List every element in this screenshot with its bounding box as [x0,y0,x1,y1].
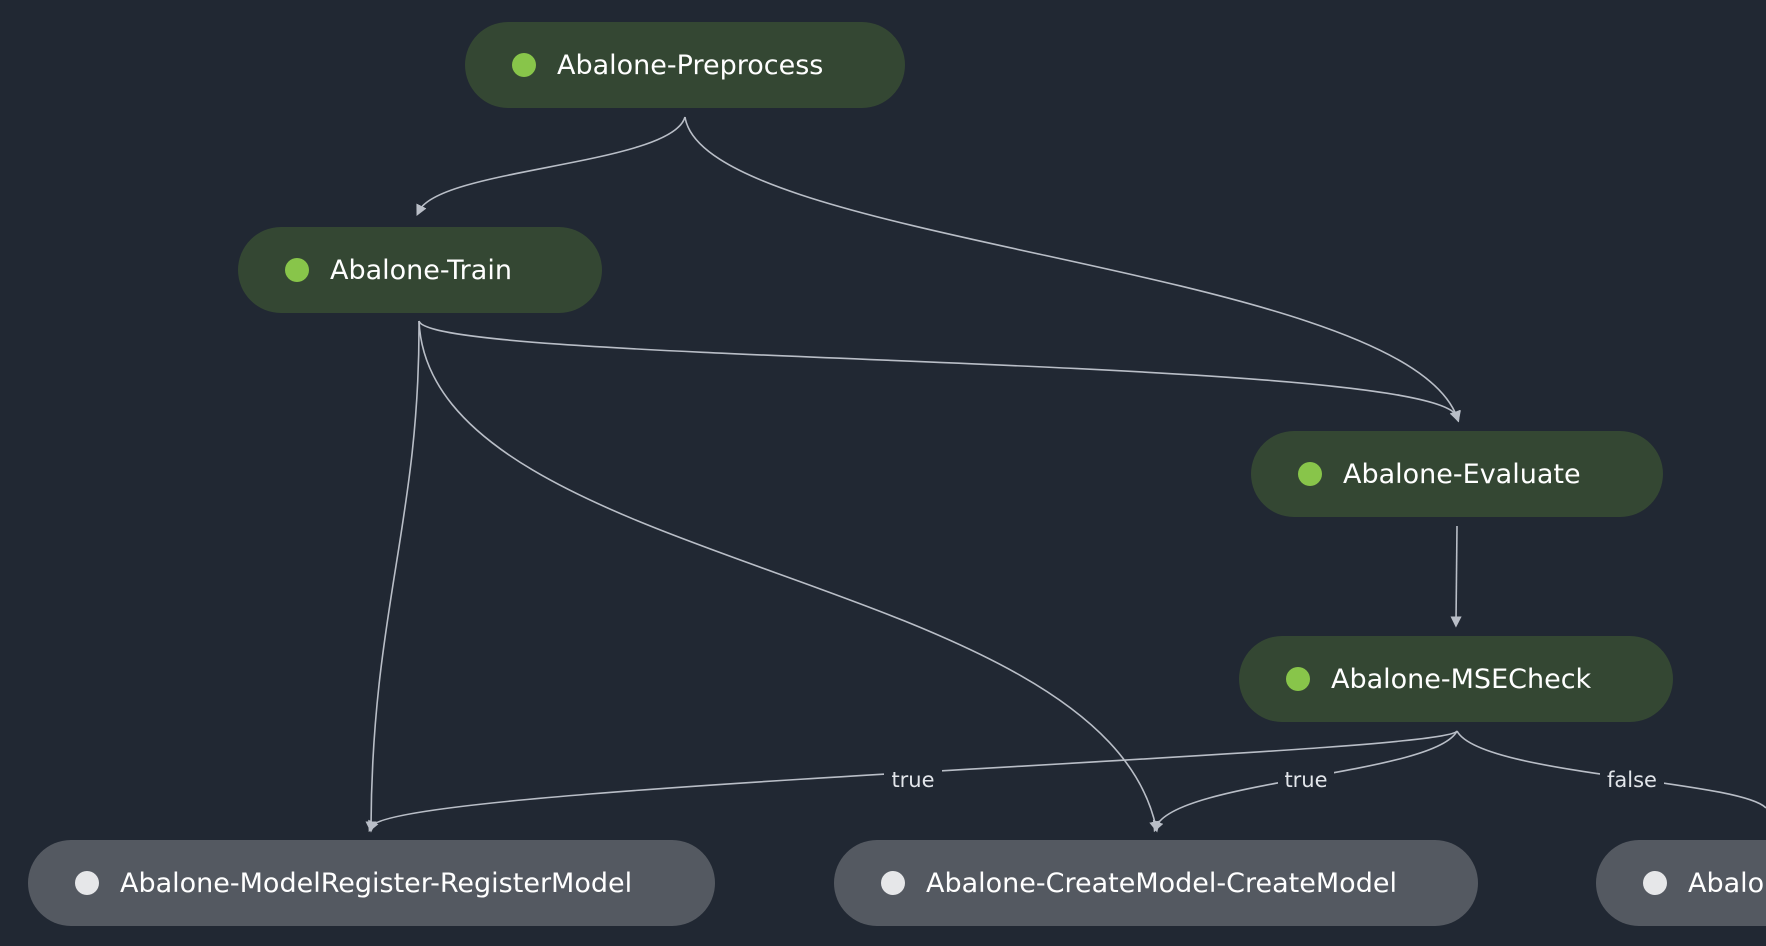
status-pending-icon [1643,871,1667,895]
step-label: Abalone-Train [330,254,512,286]
step-label: Abalone-Preprocess [557,49,824,81]
edge-label-text: true [891,768,934,792]
step-label: Abalone-ModelRegister-RegisterModel [120,867,633,899]
step-label: Abalone-CreateModel-CreateModel [926,867,1397,899]
step-node-evaluate[interactable]: Abalone-Evaluate [1251,431,1663,517]
edge-train-evaluate [418,320,1461,423]
step-node-preprocess[interactable]: Abalone-Preprocess [465,22,905,108]
edge-preprocess-evaluate [684,116,1461,423]
step-node-msecheck[interactable]: Abalone-MSECheck [1239,636,1673,722]
edge-label-false: false [1600,765,1664,795]
edge-label-text: false [1607,768,1657,792]
status-pending-icon [881,871,905,895]
status-success-icon [1298,462,1322,486]
edge-label-true-createmodel: true [1278,757,1334,795]
edge-train-createmodel [418,320,1161,833]
step-node-create-model[interactable]: Abalone-CreateModel-CreateModel [834,840,1478,926]
edge-preprocess-train [416,116,686,217]
step-label: Abalone-Evaluate [1343,458,1581,490]
edge-evaluate-msecheck [1450,525,1462,628]
status-pending-icon [75,871,99,895]
step-node-fail[interactable]: Abalone [1596,840,1766,926]
status-success-icon [285,258,309,282]
edge-label-true-register: true [884,765,942,795]
status-success-icon [512,53,536,77]
edge-label-text: true [1284,768,1327,792]
step-node-register-model[interactable]: Abalone-ModelRegister-RegisterModel [28,840,715,926]
status-success-icon [1286,667,1310,691]
step-label: Abalone-MSECheck [1331,663,1592,695]
step-label: Abalone [1688,867,1766,899]
edge-train-register [365,320,420,833]
step-node-train[interactable]: Abalone-Train [238,227,602,313]
